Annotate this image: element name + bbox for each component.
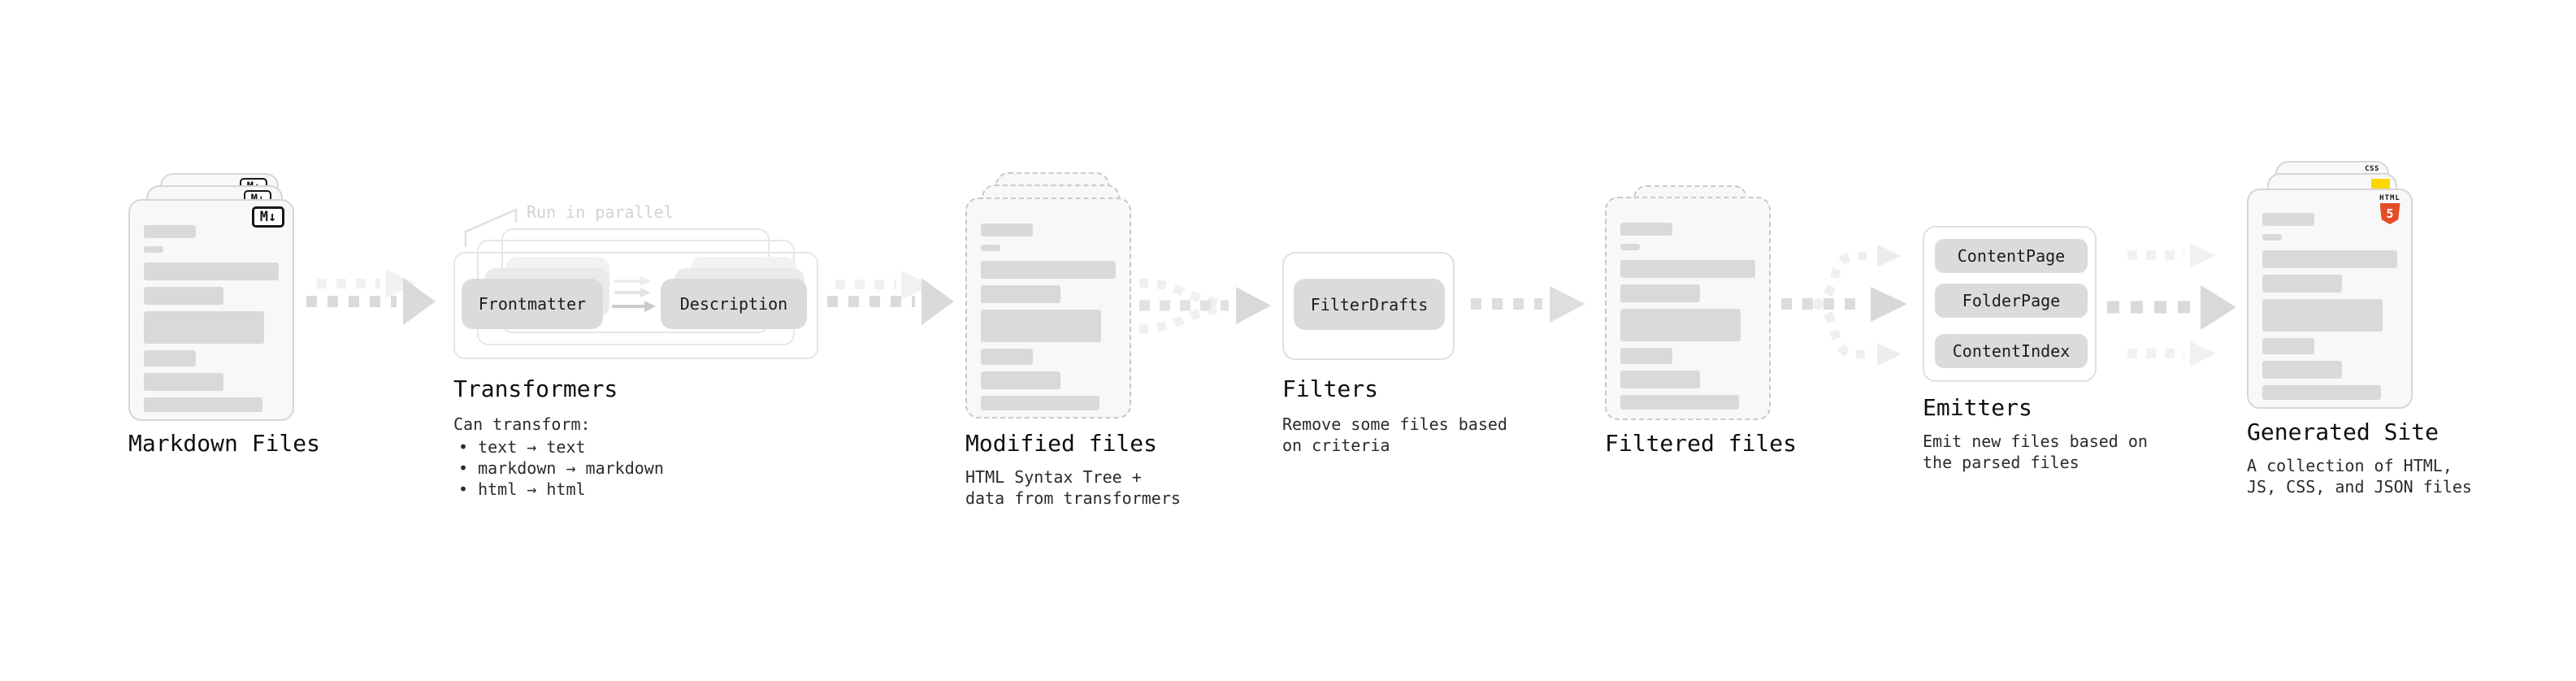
transformer-box-front [453,252,818,359]
desc-line: JS, CSS, and JSON files [2247,477,2472,497]
text-bar [2262,275,2342,293]
desc-line: HTML Syntax Tree + [965,467,1142,487]
document-text-bars [981,223,1116,410]
description-pill: Description [661,279,807,329]
folderpage-pill: FolderPage [1935,284,2088,318]
text-bar [2262,213,2314,226]
filters-desc: Remove some files based on criteria [1282,414,1507,456]
desc-line: Remove some files based [1282,414,1507,434]
filtered-card-front [1605,197,1771,420]
emitters-panel: ContentPage FolderPage ContentIndex [1923,226,2097,382]
modified-card-front [965,197,1131,419]
text-bar [144,287,223,305]
text-bar [144,311,264,344]
desc-line: A collection of HTML, [2247,456,2452,475]
stage-title-generated-site: Generated Site [2247,419,2439,445]
text-bar [144,225,196,238]
text-bar [144,246,163,253]
text-bar [1620,348,1672,364]
arrow-filters-to-filtered [1471,286,1585,323]
text-bar [981,310,1101,342]
text-bar [2262,361,2342,379]
text-bar [1620,260,1755,278]
text-bar [2262,250,2397,268]
text-bar [144,262,279,280]
text-bar [981,396,1099,410]
text-bar [981,285,1060,303]
text-bar [2262,234,2282,241]
filterdrafts-pill: FilterDrafts [1294,279,1445,330]
text-bar [1620,395,1739,410]
stage-title-transformers: Transformers [453,375,618,402]
arrow-markdown-to-transformers [306,269,436,325]
text-bar [1620,371,1700,388]
generated-site-desc: A collection of HTML, JS, CSS, and JSON … [2247,455,2472,497]
js-icon [2371,179,2390,190]
text-bar [981,349,1033,365]
markdown-icon: M↓ [252,206,284,228]
text-bar [144,373,223,391]
stage-title-filtered-files: Filtered files [1605,430,1798,457]
text-bar [144,397,262,412]
arrow-transformers-to-modified [827,271,954,325]
document-text-bars [2262,213,2397,400]
arrow-modified-to-filters [1138,278,1271,334]
text-bar [2262,299,2383,332]
arrow-emitters-to-generated [2107,243,2236,367]
desc-line: on criteria [1282,436,1390,455]
text-bar [981,245,1000,251]
text-bar [144,350,196,367]
text-bar [981,223,1033,236]
frontmatter-pill: Frontmatter [462,279,603,329]
stage-title-modified-files: Modified files [965,430,1158,457]
text-bar [1620,309,1741,341]
document-text-bars [1620,223,1755,410]
emitters-desc: Emit new files based on the parsed files [1923,431,2148,473]
text-bar [981,371,1060,389]
generated-card-html: HTML 5 [2247,189,2413,409]
desc-line: data from transformers [965,488,1181,508]
stage-title-emitters: Emitters [1923,394,2032,421]
desc-line: the parsed files [1923,453,2079,472]
html5-icon: HTML 5 [2379,195,2401,224]
text-bar [1620,244,1640,250]
stage-title-markdown-files: Markdown Files [128,430,321,457]
contentindex-pill: ContentIndex [1935,334,2088,368]
text-bar [1620,223,1672,236]
text-bar [981,261,1116,279]
desc-line: Emit new files based on [1923,432,2148,451]
document-text-bars [144,225,279,412]
bullet-item: • html → html [458,479,586,499]
transformers-intro: Can transform: [453,414,591,434]
transformers-bullet-list: • text → text • markdown → markdown • ht… [458,436,664,500]
text-bar [1620,284,1700,302]
modified-files-desc: HTML Syntax Tree + data from transformer… [965,466,1181,509]
bullet-item: • markdown → markdown [458,458,664,478]
run-in-parallel-label: Run in parallel [527,202,674,222]
text-bar [2262,385,2381,400]
arrow-filtered-to-emitters [1781,245,1907,366]
contentpage-pill: ContentPage [1935,239,2088,273]
stage-title-filters: Filters [1282,375,1379,402]
bullet-item: • text → text [458,437,586,457]
text-bar [2262,338,2314,354]
filters-panel: FilterDrafts [1282,252,1455,360]
markdown-card-front: M↓ [128,199,294,421]
